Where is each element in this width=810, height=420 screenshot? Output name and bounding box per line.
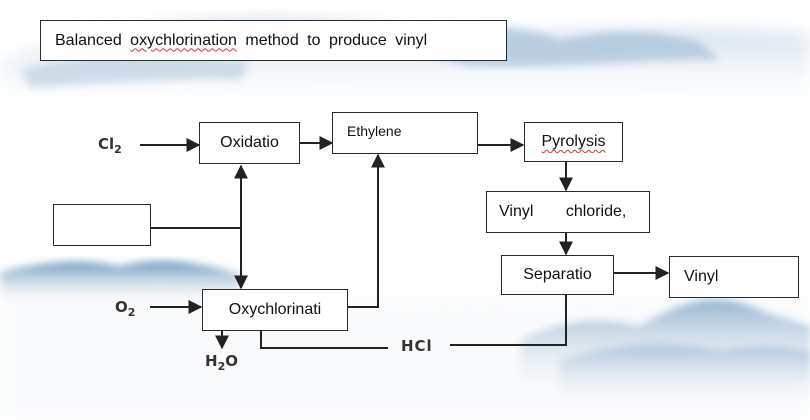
node-vinyl-output-label: Vinyl: [684, 268, 719, 285]
diagram-title: Balanced oxychlorination method to produ…: [40, 20, 507, 61]
label-h2o: H2O: [205, 352, 238, 373]
node-ethylene-top-label: Ethylene: [347, 123, 402, 139]
node-separation: Separatio: [501, 255, 614, 295]
node-ethylene-top: Ethylene: [332, 112, 478, 154]
label-hcl: HCl: [401, 337, 433, 355]
label-h2o-subscript: 2: [217, 360, 226, 373]
node-vinyl-chloride: Vinyl chloride,: [486, 191, 650, 233]
label-h2o-o: O: [225, 352, 238, 370]
label-o2-subscript: 2: [127, 306, 136, 319]
node-oxidation: Oxidatio: [199, 122, 300, 164]
line-oxychlorination-to-hcl: [260, 331, 388, 349]
title-word-balanced: Balanced: [55, 31, 122, 49]
node-oxychlorination: Oxychlorinati: [202, 289, 348, 331]
title-rest: method to produce vinyl: [245, 31, 428, 49]
node-pyrolysis-label: Pyrolysis: [541, 133, 606, 150]
label-cl2: Cl2: [98, 135, 122, 156]
node-vinyl-chloride-label: Vinyl chloride,: [499, 203, 627, 220]
label-o2: O2: [115, 298, 135, 319]
label-o2-symbol: O: [115, 298, 128, 316]
node-oxychlorination-label: Oxychlorinati: [228, 301, 322, 318]
label-hcl-text: HCl: [401, 337, 433, 355]
node-oxidation-label: Oxidatio: [220, 134, 279, 151]
node-pyrolysis: Pyrolysis: [524, 122, 623, 162]
label-h2o-h: H: [205, 352, 218, 370]
label-cl2-subscript: 2: [114, 143, 122, 156]
title-word-oxychlorination: oxychlorination: [130, 31, 237, 49]
label-cl2-symbol: Cl: [98, 135, 115, 153]
line-separation-to-hcl: [450, 294, 567, 346]
node-vinyl-output: Vinyl: [669, 256, 799, 298]
node-separation-label: Separatio: [523, 266, 592, 283]
node-ethylen-left: [53, 204, 151, 246]
arrow-oxychlorination-to-ethylene: [348, 153, 385, 308]
